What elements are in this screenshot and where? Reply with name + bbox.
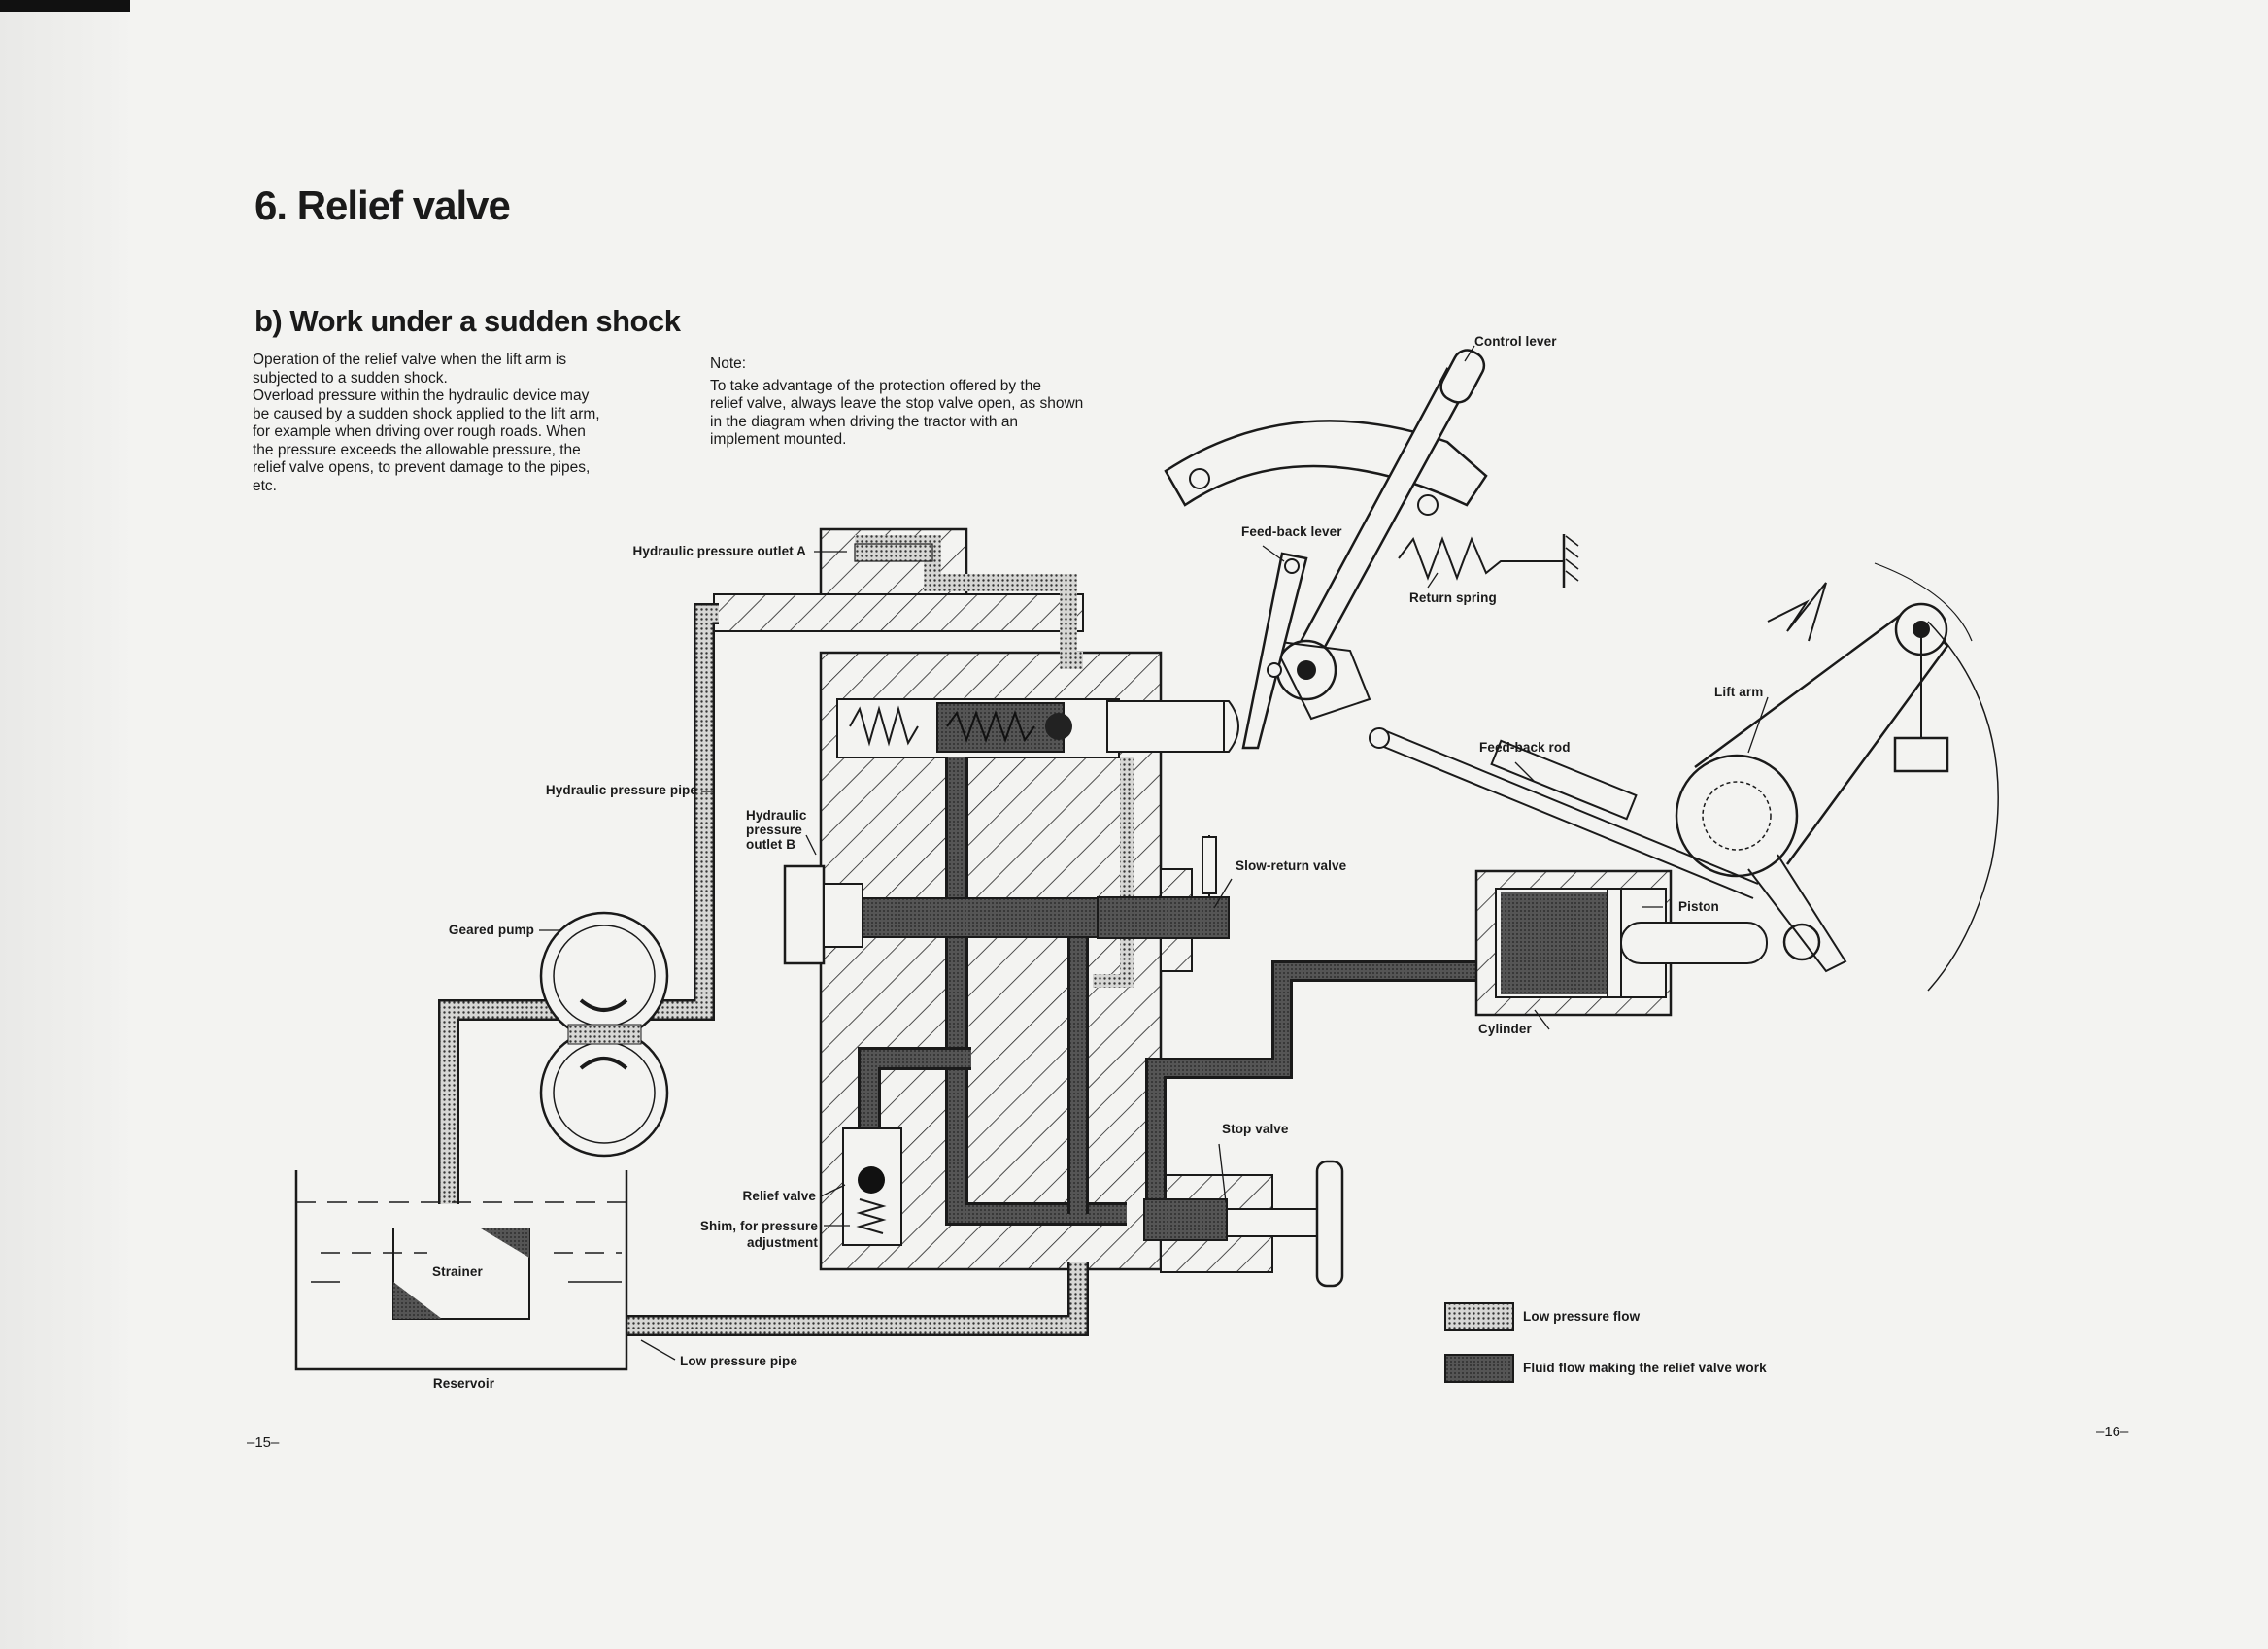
note-line: relief valve, always leave the stop valv… [710, 395, 1084, 412]
description-line: relief valve opens, to prevent damage to… [253, 459, 591, 476]
label-feed-back-lever: Feed-back lever [1241, 524, 1342, 539]
page-binding-edge [0, 0, 130, 1649]
label-slow-return-valve: Slow-return valve [1236, 858, 1347, 873]
label-hydraulic-pressure-outlet-b: Hydraulic pressure outlet B [746, 808, 806, 852]
label-shim: Shim, for pressure adjustment [660, 1218, 818, 1251]
label-outlet-b-line: Hydraulic [746, 808, 807, 823]
legend-label-low-pressure: Low pressure flow [1523, 1309, 1641, 1324]
label-geared-pump: Geared pump [448, 923, 534, 937]
label-low-pressure-pipe: Low pressure pipe [680, 1354, 797, 1368]
dark-channels [858, 757, 1476, 1226]
return-spring [1398, 534, 1579, 588]
description-line: Operation of the relief valve when the l… [253, 352, 567, 368]
relief-valve [842, 1127, 902, 1246]
legend-swatch-relief-flow [1444, 1354, 1514, 1383]
legend-label-relief-flow: Fluid flow making the relief valve work [1523, 1361, 1767, 1375]
label-shim-line: adjustment [746, 1235, 818, 1250]
label-lift-arm: Lift arm [1714, 685, 1764, 699]
note-line: implement mounted. [710, 431, 847, 448]
label-cylinder: Cylinder [1478, 1022, 1532, 1036]
hydraulic-pressure-pipe [438, 603, 719, 1204]
outlet-a-block [713, 527, 1084, 669]
note-heading: Note: [710, 355, 747, 372]
geared-pump [539, 911, 669, 1158]
description-line: subjected to a sudden shock. [253, 369, 448, 387]
cylinder [1474, 869, 1821, 1017]
leader-lines [539, 345, 1769, 1361]
feed-back-rod [1369, 727, 1759, 899]
slow-return-valve [1097, 835, 1230, 939]
low-pressure-pipe [626, 1262, 1089, 1336]
label-stop-valve: Stop valve [1222, 1122, 1289, 1136]
label-piston: Piston [1678, 899, 1719, 914]
reservoir [294, 1170, 628, 1371]
description-line: etc. [253, 477, 277, 494]
label-outlet-b-line: outlet B [746, 837, 796, 852]
label-hydraulic-pressure-outlet-a: Hydraulic pressure outlet A [632, 544, 806, 558]
note-paragraph: Note: To take advantage of the protectio… [710, 355, 1131, 450]
lift-arm [1675, 562, 1999, 992]
label-strainer: Strainer [432, 1264, 483, 1279]
description-line: for example when driving over rough road… [253, 423, 586, 440]
control-lever [1164, 349, 1488, 721]
label-feed-back-rod: Feed-back rod [1479, 740, 1571, 755]
subsection-title: b) Work under a sudden shock [254, 304, 681, 338]
label-control-lever: Control lever [1474, 334, 1557, 349]
stop-valve [1143, 1160, 1344, 1288]
label-shim-line: Shim, for pressure [699, 1219, 818, 1233]
feed-back-lever [1241, 552, 1308, 750]
description-line: Overload pressure within the hydraulic d… [253, 387, 590, 404]
label-hydraulic-pressure-pipe: Hydraulic pressure pipe [545, 783, 697, 797]
legend-swatch-low-pressure [1444, 1302, 1514, 1331]
label-reservoir: Reservoir [432, 1376, 495, 1391]
section-title: 6. Relief valve [254, 183, 511, 228]
label-relief-valve: Relief valve [742, 1189, 816, 1203]
description-paragraph: Operation of the relief valve when the l… [253, 352, 665, 495]
page-number-left: –15– [247, 1434, 280, 1451]
label-return-spring: Return spring [1409, 590, 1497, 605]
label-outlet-b-line: pressure [746, 823, 802, 837]
description-line: the pressure exceeds the allowable press… [253, 441, 581, 458]
note-line: in the diagram when driving the tractor … [710, 413, 1019, 430]
outlet-b-nut [783, 864, 863, 965]
note-line: To take advantage of the protection offe… [710, 377, 1041, 394]
page-number-right: –16– [2096, 1424, 2129, 1440]
spool-bore [836, 698, 1239, 758]
legend [1444, 1302, 1514, 1383]
page-edge-mark [0, 0, 130, 12]
description-line: be caused by a sudden shock applied to t… [253, 405, 600, 422]
